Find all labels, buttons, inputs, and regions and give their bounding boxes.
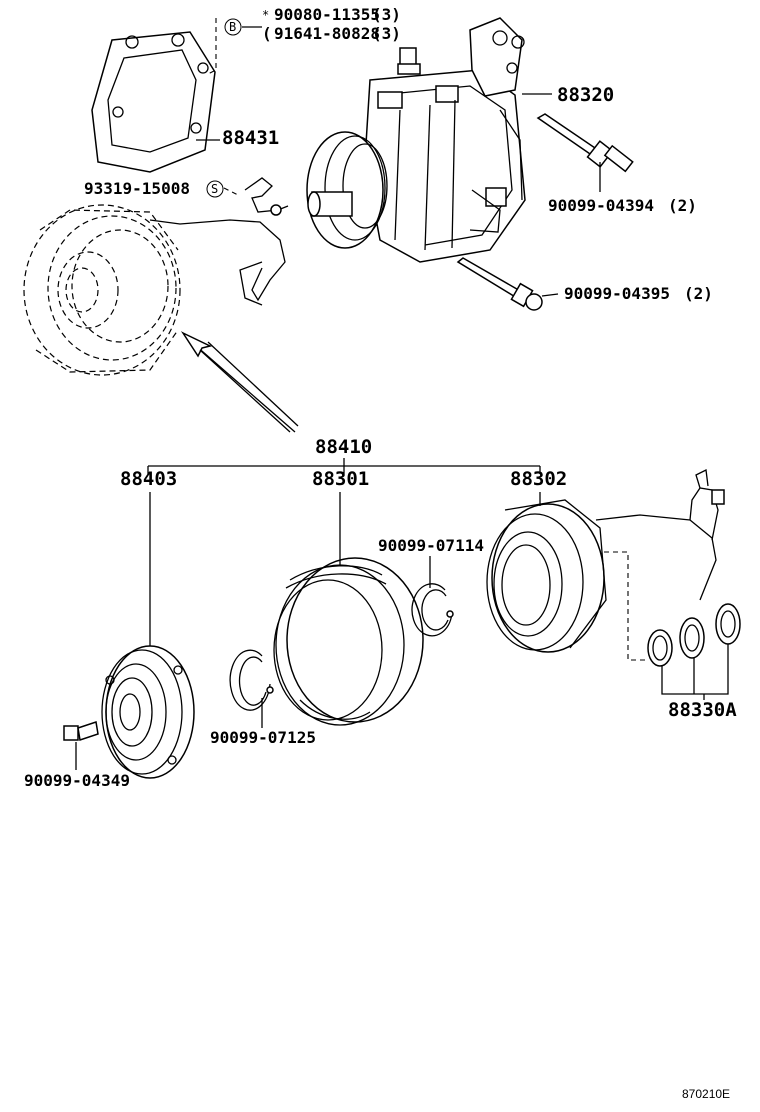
label-91641-80828: 91641-80828: [274, 24, 380, 43]
label-90099-07114: 90099-07114: [378, 536, 484, 555]
label-88330A: 88330A: [668, 699, 737, 721]
qty-90080: (3): [372, 5, 401, 24]
catalog-code: 870210E: [682, 1087, 730, 1101]
label-88302: 88302: [510, 468, 567, 490]
hub-88403[interactable]: [101, 645, 195, 779]
pulley-88301[interactable]: [273, 557, 424, 726]
marker-s: S: [211, 182, 218, 196]
callout-93319: 93319-15008 S: [84, 179, 224, 198]
clutch-assembly-88410[interactable]: [23, 204, 181, 376]
bolt-90099-04349[interactable]: [63, 721, 99, 741]
qty-90099-04395: (2): [684, 284, 713, 303]
o-rings-88330A[interactable]: [647, 603, 741, 667]
qty-91641: (3): [372, 24, 401, 43]
label-93319-15008: 93319-15008: [84, 179, 190, 198]
label-88320: 88320: [557, 84, 614, 106]
compressor-88320[interactable]: [306, 17, 526, 263]
callout-91641: ( 91641-80828 (3): [262, 24, 401, 43]
qty-90099-04394: (2): [668, 196, 697, 215]
label-90099-04349: 90099-04349: [24, 771, 130, 790]
label-88301: 88301: [312, 468, 369, 490]
svg-text:B: B: [229, 20, 236, 34]
asterisk-mark: *: [262, 8, 269, 22]
bolt-90099-04394[interactable]: [536, 113, 634, 173]
callout-90080: * 90080-11355 (3): [262, 5, 401, 24]
label-90099-07125: 90099-07125: [210, 728, 316, 747]
snap-ring-90099-07125[interactable]: [229, 649, 274, 711]
field-coil-88302[interactable]: [486, 469, 725, 653]
label-88431: 88431: [222, 127, 279, 149]
callout-90099-04394: 90099-04394 (2): [548, 196, 697, 215]
marker-b: B: [224, 18, 262, 36]
paren-mark: (: [262, 24, 272, 43]
label-90099-04394: 90099-04394: [548, 196, 654, 215]
label-90099-04395: 90099-04395: [564, 284, 670, 303]
label-90080-11355: 90080-11355: [274, 5, 380, 24]
harness-93319[interactable]: [149, 177, 289, 306]
label-88410: 88410: [315, 436, 372, 458]
label-88403: 88403: [120, 468, 177, 490]
gasket-88431[interactable]: [91, 31, 216, 173]
callout-90099-04395: 90099-04395 (2): [564, 284, 713, 303]
bolt-90099-04395[interactable]: [456, 257, 543, 311]
